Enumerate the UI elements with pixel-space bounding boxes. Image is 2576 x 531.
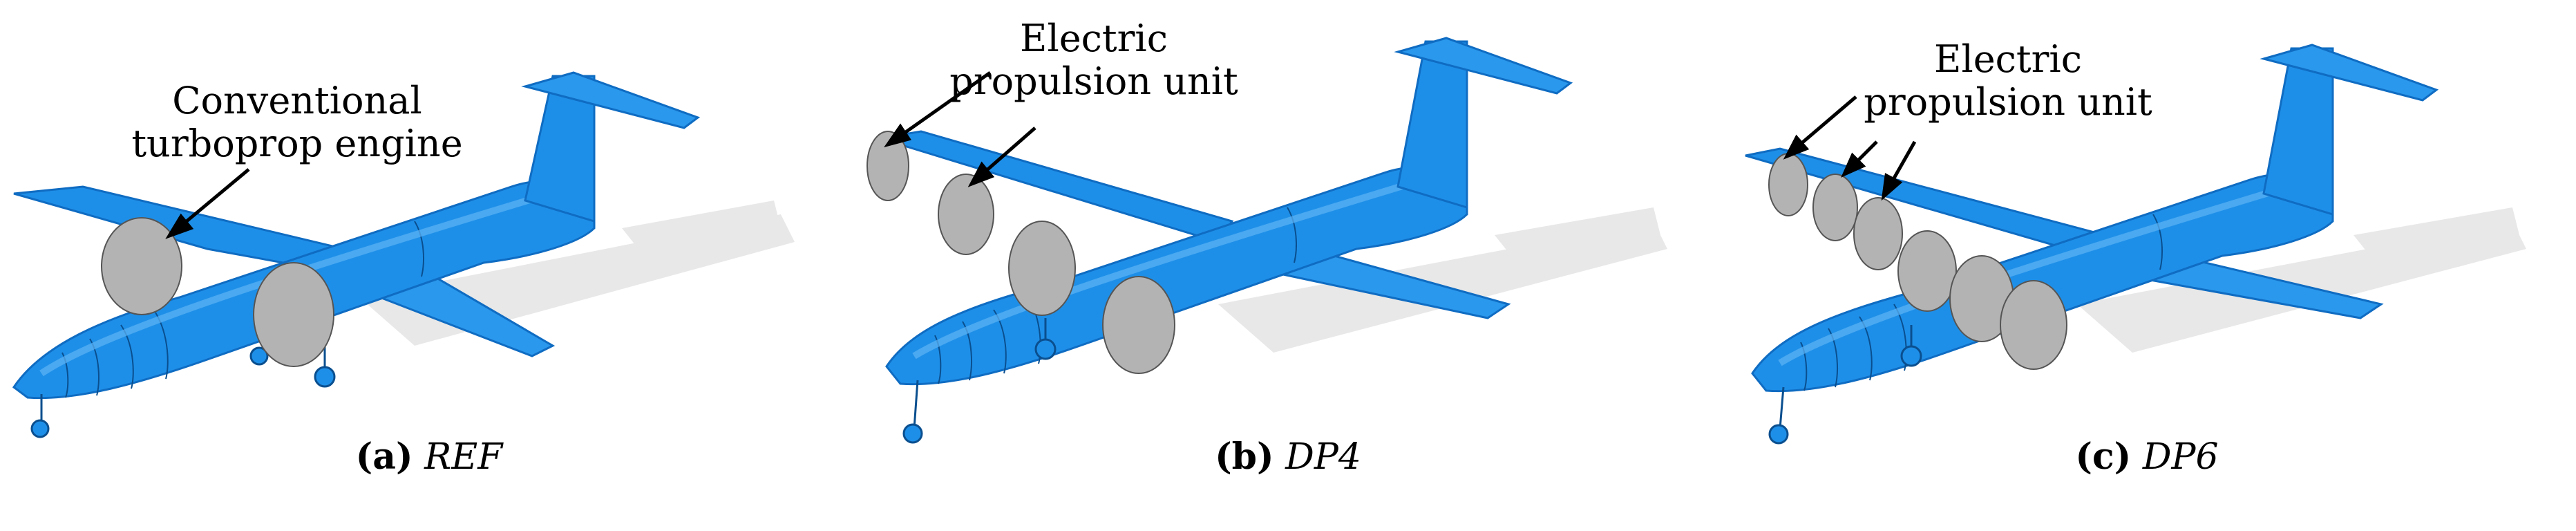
propulsor bbox=[866, 131, 909, 201]
propulsor bbox=[1897, 230, 1957, 312]
propulsors bbox=[101, 217, 334, 367]
panel-ref: Conventional turboprop engine (a) REF bbox=[0, 0, 858, 531]
caption-label: (b) bbox=[1215, 436, 1274, 478]
callout-line-1: Electric bbox=[1020, 17, 1168, 60]
landing-gear bbox=[30, 346, 336, 438]
callout-arrow bbox=[884, 71, 1036, 187]
landing-gear bbox=[902, 318, 1057, 444]
caption-name: REF bbox=[424, 436, 503, 478]
callout-label: Electric propulsion unit bbox=[1842, 38, 2174, 124]
callout-line-2: propulsion unit bbox=[949, 59, 1238, 103]
caption-label: (a) bbox=[355, 436, 413, 478]
callout-line-2: propulsion unit bbox=[1864, 80, 2152, 124]
callout-line-2: turboprop engine bbox=[131, 122, 463, 165]
vertical-tail bbox=[1396, 40, 1468, 209]
callout-arrow bbox=[165, 168, 250, 239]
fuselage-highlight bbox=[912, 180, 1413, 360]
horizontal-tail bbox=[1394, 37, 1573, 95]
callout-label: Conventional turboprop engine bbox=[131, 80, 463, 165]
vertical-tail bbox=[524, 75, 596, 223]
aircraft-figure-dp4 bbox=[866, 37, 1667, 444]
aircraft-figure-dp6 bbox=[1745, 44, 2526, 445]
propulsor bbox=[2000, 280, 2067, 370]
vertical-tail bbox=[2262, 47, 2334, 216]
panel-caption: (a) REF bbox=[0, 436, 858, 478]
propulsor bbox=[938, 174, 994, 255]
aircraft-figure-ref bbox=[12, 71, 795, 438]
callout-arrow bbox=[1783, 95, 1917, 201]
horizontal-tail bbox=[2260, 44, 2439, 102]
panel-dp4: Electric propulsion unit (b) DP4 bbox=[859, 0, 1717, 531]
caption-label: (c) bbox=[2075, 436, 2132, 478]
propulsor bbox=[1102, 276, 1175, 374]
propulsor bbox=[1008, 221, 1076, 316]
callout-line-1: Electric bbox=[1934, 37, 2082, 81]
panel-caption: (c) DP6 bbox=[1718, 436, 2576, 478]
callout-line-1: Conventional bbox=[172, 79, 422, 122]
landing-gear bbox=[1768, 325, 1922, 445]
propulsors bbox=[1768, 153, 2067, 370]
panel-dp6: Electric propulsion unit (c) DP6 bbox=[1718, 0, 2576, 531]
propulsors bbox=[866, 131, 1175, 374]
propulsor bbox=[1853, 197, 1903, 270]
propulsor bbox=[101, 217, 182, 315]
caption-name: DP4 bbox=[1285, 436, 1361, 478]
fuselage-highlight bbox=[39, 194, 540, 377]
fuselage bbox=[885, 166, 1468, 386]
callout-label: Electric propulsion unit bbox=[928, 17, 1260, 103]
horizontal-tail bbox=[521, 71, 701, 129]
caption-name: DP6 bbox=[2142, 436, 2219, 478]
left-wing bbox=[879, 130, 1234, 243]
propulsor bbox=[253, 262, 334, 367]
propulsor bbox=[1812, 174, 1858, 241]
propulsor bbox=[1768, 153, 1808, 216]
panel-caption: (b) DP4 bbox=[859, 436, 1717, 478]
